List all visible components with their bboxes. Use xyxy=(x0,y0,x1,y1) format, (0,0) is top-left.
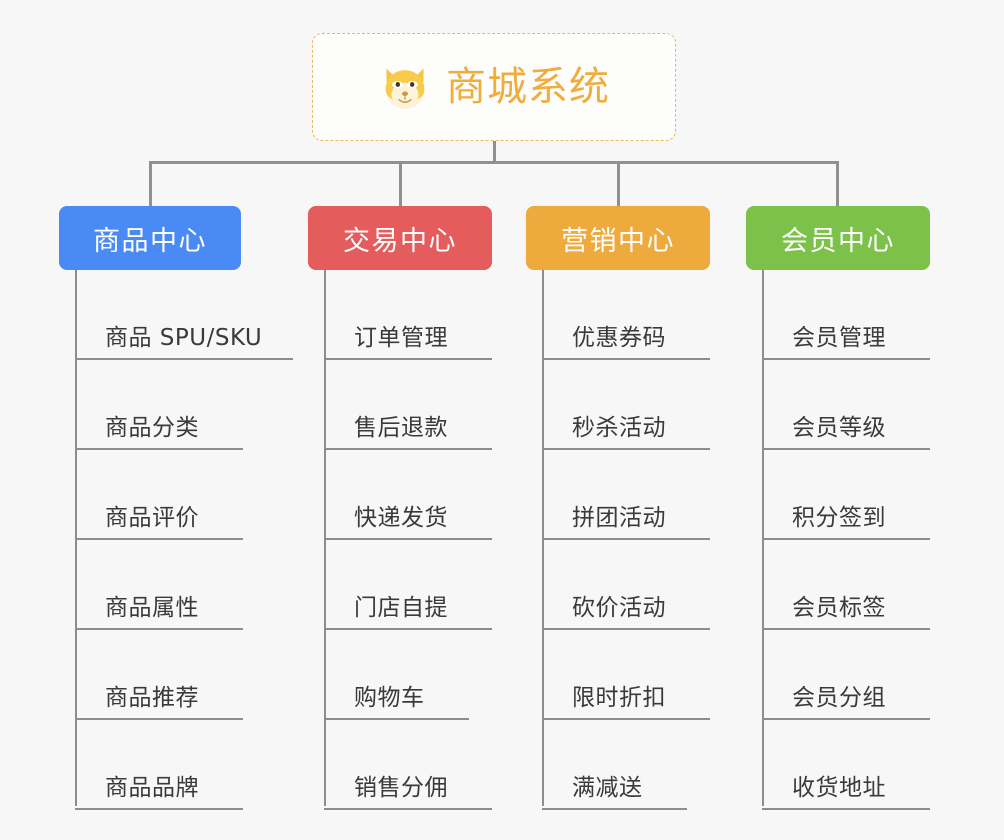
leaf-node[interactable]: 购物车 xyxy=(324,630,469,720)
leaf-node[interactable]: 销售分佣 xyxy=(324,720,492,810)
leaf-underline xyxy=(542,358,710,360)
leaf-underline xyxy=(75,718,243,720)
leaf-label: 商品推荐 xyxy=(105,685,199,711)
leaf-label: 商品属性 xyxy=(105,595,199,621)
category-header-label: 会员中心 xyxy=(781,225,895,257)
leaf-label: 快递发货 xyxy=(354,505,448,531)
leaf-underline xyxy=(75,538,243,540)
leaf-node[interactable]: 快递发货 xyxy=(324,450,492,540)
leaf-node[interactable]: 商品分类 xyxy=(75,360,243,450)
leaf-underline xyxy=(324,448,492,450)
category-header-member-center[interactable]: 会员中心 xyxy=(746,206,930,270)
leaf-node[interactable]: 商品评价 xyxy=(75,450,243,540)
leaf-label: 售后退款 xyxy=(354,415,448,441)
leaf-node[interactable]: 限时折扣 xyxy=(542,630,710,720)
shiba-dog-face-icon xyxy=(385,68,425,109)
leaf-node[interactable]: 积分签到 xyxy=(762,450,930,540)
leaf-node[interactable]: 秒杀活动 xyxy=(542,360,710,450)
leaf-label: 商品分类 xyxy=(105,415,199,441)
leaf-node[interactable]: 砍价活动 xyxy=(542,540,710,630)
leaf-label: 砍价活动 xyxy=(572,595,666,621)
leaf-node[interactable]: 商品 SPU/SKU xyxy=(75,270,293,360)
leaf-label: 限时折扣 xyxy=(572,685,666,711)
leaf-node[interactable]: 售后退款 xyxy=(324,360,492,450)
leaf-underline xyxy=(542,538,710,540)
leaf-label: 优惠券码 xyxy=(572,325,666,351)
leaf-underline xyxy=(542,448,710,450)
leaf-underline xyxy=(324,538,492,540)
leaf-node[interactable]: 商品品牌 xyxy=(75,720,243,810)
category-header-marketing-center[interactable]: 营销中心 xyxy=(526,206,710,270)
leaf-node[interactable]: 会员管理 xyxy=(762,270,930,360)
leaf-underline xyxy=(324,358,492,360)
category-header-label: 交易中心 xyxy=(343,225,457,257)
leaf-node[interactable]: 优惠券码 xyxy=(542,270,710,360)
connector-drop-marketing-center xyxy=(617,161,620,208)
leaf-underline xyxy=(75,808,243,810)
leaf-node[interactable]: 商品推荐 xyxy=(75,630,243,720)
leaf-underline xyxy=(542,718,710,720)
leaf-node[interactable]: 会员分组 xyxy=(762,630,930,720)
connector-drop-member-center xyxy=(836,161,839,208)
leaf-label: 会员等级 xyxy=(792,415,886,441)
leaf-node[interactable]: 收货地址 xyxy=(762,720,930,810)
category-header-product-center[interactable]: 商品中心 xyxy=(59,206,241,270)
leaf-underline xyxy=(762,718,930,720)
leaf-underline xyxy=(324,718,469,720)
leaf-label: 拼团活动 xyxy=(572,505,666,531)
leaf-underline xyxy=(75,628,243,630)
connector-drop-trade-center xyxy=(399,161,402,208)
connector-drop-product-center xyxy=(149,161,152,208)
leaf-label: 秒杀活动 xyxy=(572,415,666,441)
leaf-underline xyxy=(762,628,930,630)
root-node[interactable]: 商城系统 xyxy=(312,33,676,141)
leaf-label: 商品评价 xyxy=(105,505,199,531)
leaf-label: 商品 SPU/SKU xyxy=(105,325,263,351)
leaf-node[interactable]: 会员标签 xyxy=(762,540,930,630)
leaf-label: 商品品牌 xyxy=(105,775,199,801)
connector-root-stem xyxy=(493,141,496,163)
leaf-underline xyxy=(542,808,687,810)
leaf-label: 会员标签 xyxy=(792,595,886,621)
leaf-label: 会员分组 xyxy=(792,685,886,711)
leaf-node[interactable]: 拼团活动 xyxy=(542,450,710,540)
leaf-label: 门店自提 xyxy=(354,595,448,621)
leaf-label: 收货地址 xyxy=(792,775,886,801)
category-header-label: 营销中心 xyxy=(561,225,675,257)
leaf-label: 积分签到 xyxy=(792,505,886,531)
leaf-node[interactable]: 门店自提 xyxy=(324,540,492,630)
leaf-underline xyxy=(324,628,492,630)
leaf-label: 销售分佣 xyxy=(354,775,448,801)
root-title: 商城系统 xyxy=(446,64,610,110)
leaf-node[interactable]: 商品属性 xyxy=(75,540,243,630)
leaf-underline xyxy=(542,628,710,630)
leaf-underline xyxy=(762,358,930,360)
leaf-underline xyxy=(762,538,930,540)
leaf-node[interactable]: 满减送 xyxy=(542,720,687,810)
leaf-underline xyxy=(762,448,930,450)
leaf-node[interactable]: 订单管理 xyxy=(324,270,492,360)
leaf-label: 购物车 xyxy=(354,685,425,711)
leaf-label: 订单管理 xyxy=(354,325,448,351)
category-header-label: 商品中心 xyxy=(93,225,207,257)
category-header-trade-center[interactable]: 交易中心 xyxy=(308,206,492,270)
leaf-underline xyxy=(75,448,243,450)
leaf-underline xyxy=(75,358,293,360)
leaf-node[interactable]: 会员等级 xyxy=(762,360,930,450)
connector-horizontal-bus xyxy=(150,161,838,164)
leaf-label: 会员管理 xyxy=(792,325,886,351)
leaf-underline xyxy=(324,808,492,810)
leaf-underline xyxy=(762,808,930,810)
leaf-label: 满减送 xyxy=(572,775,643,801)
